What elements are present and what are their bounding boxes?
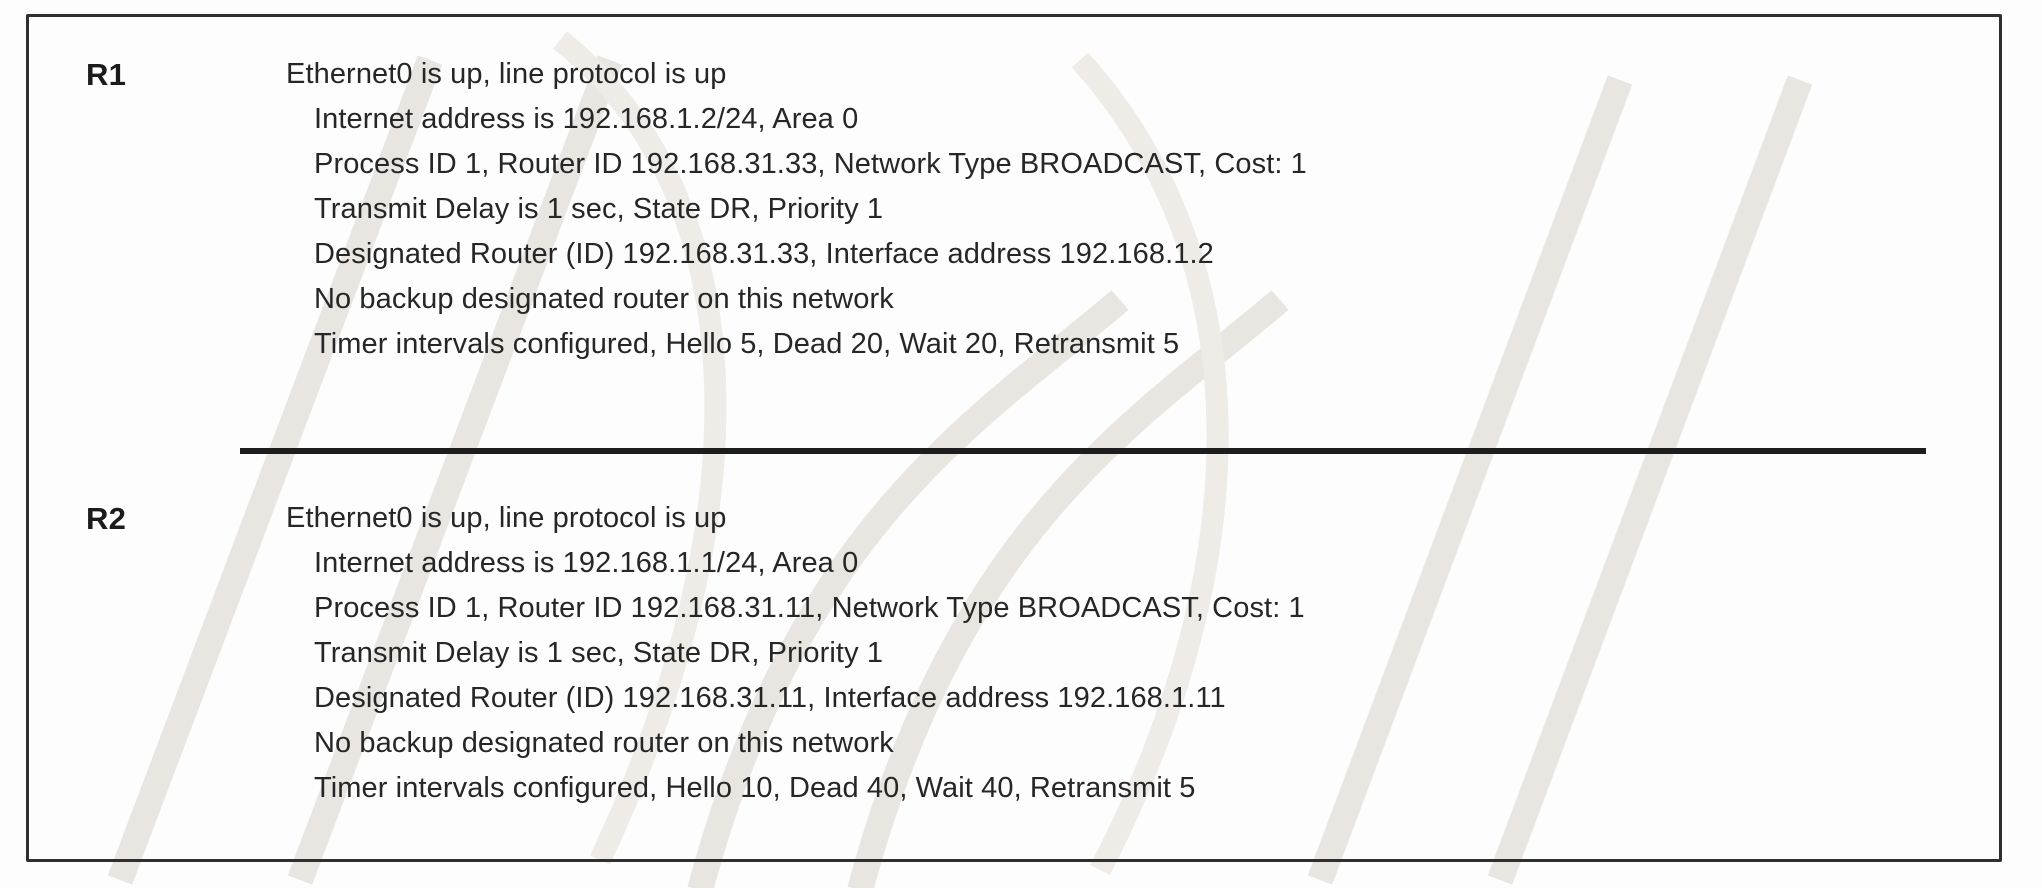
output-line: Process ID 1, Router ID 192.168.31.11, N… [314, 592, 1305, 624]
output-line: Designated Router (ID) 192.168.31.11, In… [314, 682, 1226, 714]
output-line: No backup designated router on this netw… [314, 283, 894, 315]
output-line: Internet address is 192.168.1.1/24, Area… [314, 547, 859, 579]
output-line: Timer intervals configured, Hello 5, Dea… [314, 328, 1180, 360]
output-line: Transmit Delay is 1 sec, State DR, Prior… [314, 193, 884, 225]
output-line: Ethernet0 is up, line protocol is up [286, 502, 727, 534]
output-line: Process ID 1, Router ID 192.168.31.33, N… [314, 148, 1307, 180]
output-line: Designated Router (ID) 192.168.31.33, In… [314, 238, 1214, 270]
output-line: Timer intervals configured, Hello 10, De… [314, 772, 1196, 804]
output-line: No backup designated router on this netw… [314, 727, 894, 759]
router-block-r1: R1 Ethernet0 is up, line protocol is up … [86, 52, 1307, 367]
output-line: Ethernet0 is up, line protocol is up [286, 58, 727, 90]
router-label-r1: R1 [86, 57, 127, 92]
output-line: Transmit Delay is 1 sec, State DR, Prior… [314, 637, 884, 669]
router-block-r2: R2 Ethernet0 is up, line protocol is up … [86, 496, 1305, 811]
router-output-r2: Ethernet0 is up, line protocol is up Int… [286, 496, 1305, 811]
section-divider [240, 448, 1926, 454]
router-label-r2: R2 [86, 501, 127, 536]
output-line: Internet address is 192.168.1.2/24, Area… [314, 103, 859, 135]
router-output-r1: Ethernet0 is up, line protocol is up Int… [286, 52, 1307, 367]
